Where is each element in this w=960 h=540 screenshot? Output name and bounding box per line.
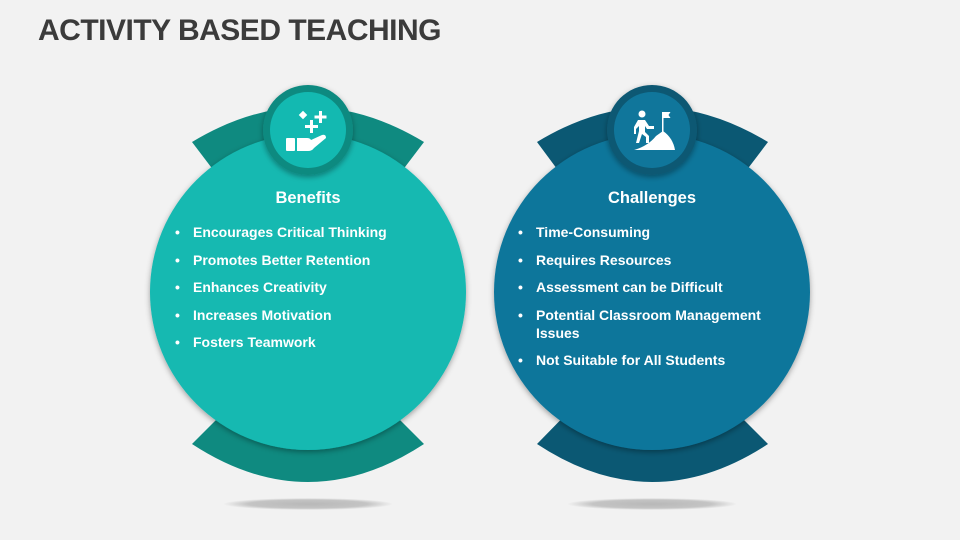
list-item: •Time-Consuming	[518, 224, 651, 240]
list-item: •Requires Resources	[518, 251, 672, 268]
floor-shadow	[567, 498, 737, 510]
benefits-list: •Encourages Critical Thinking •Promotes …	[175, 223, 435, 361]
page-title: ACTIVITY BASED TEACHING	[38, 14, 441, 47]
list-item: •Increases Motivation	[175, 306, 332, 323]
list-item: •Enhances Creativity	[175, 279, 327, 295]
benefits-heading: Benefits	[275, 189, 341, 207]
challenges-list: •Time-Consuming •Requires Resources •Ass…	[518, 223, 788, 379]
floor-shadow	[223, 498, 393, 510]
list-item: •Potential Classroom Management Issues	[518, 306, 761, 341]
challenges-graphic	[494, 85, 810, 510]
benefits-graphic	[150, 85, 466, 510]
hand-sparkles-icon	[286, 110, 327, 151]
list-item: •Encourages Critical Thinking	[175, 224, 387, 240]
list-item: •Assessment can be Difficult	[518, 279, 723, 295]
list-item: •Fosters Teamwork	[175, 334, 316, 350]
climber-flag-icon	[634, 110, 675, 150]
list-item: •Promotes Better Retention	[175, 251, 371, 268]
main-circle	[150, 134, 466, 450]
challenges-heading: Challenges	[607, 189, 697, 207]
main-circle	[494, 134, 810, 450]
list-item: •Not Suitable for All Students	[518, 352, 726, 368]
